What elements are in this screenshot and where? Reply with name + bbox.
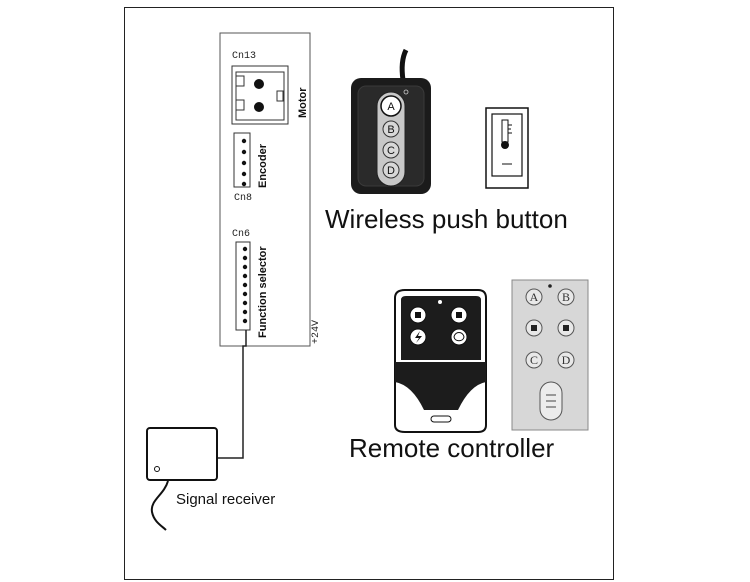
key-icon (501, 119, 509, 143)
fob-key-d-label: D (387, 165, 395, 177)
fob-key-b-label: B (387, 124, 394, 136)
function-selector-label: Function selector (257, 246, 269, 338)
panel-key-a[interactable] (525, 288, 543, 306)
wall-push-button (485, 107, 529, 189)
encoder-label: Encoder (257, 143, 269, 188)
lock-icon (453, 332, 465, 342)
wireless-push-button-label: Wireless push button (325, 204, 568, 234)
cn13-label: Cn13 (232, 51, 256, 62)
panel-key-d[interactable] (557, 351, 575, 369)
receiver-led-icon (154, 466, 160, 472)
signal-receiver (146, 427, 218, 481)
function-selector-connector (235, 241, 251, 331)
panel-key-b[interactable] (557, 288, 575, 306)
motor-connector (231, 65, 289, 125)
garage-remote (394, 289, 487, 433)
signal-receiver-label: Signal receiver (176, 491, 275, 508)
encoder-connector (233, 132, 251, 188)
remote-panel: A B C D (511, 279, 589, 431)
fob-key-a[interactable] (380, 95, 402, 117)
panel-key-c-label: C (530, 353, 538, 367)
cn6-label: Cn6 (232, 229, 250, 240)
panel-key-b-label: B (562, 290, 570, 304)
diagram-frame (124, 7, 614, 580)
plus-24v-label: +24V (311, 320, 322, 344)
remote-controller-label: Remote controller (349, 433, 555, 463)
lightning-icon (415, 331, 422, 343)
remote-key-4[interactable] (450, 328, 468, 346)
panel-key-c[interactable] (525, 351, 543, 369)
receiver-antenna-cable (150, 480, 169, 531)
cn8-label: Cn8 (234, 193, 252, 204)
fob-key-a-label: A (387, 101, 395, 113)
panel-key-a-label: A (530, 290, 539, 304)
motor-label: Motor (297, 87, 309, 118)
receiver-wire (218, 330, 247, 459)
panel-key-d-label: D (562, 353, 571, 367)
fob-key-c-label: C (387, 145, 395, 157)
fob-key-b[interactable] (382, 120, 400, 138)
fob-key-c[interactable] (382, 141, 400, 159)
wireless-key-fob: A B C D (351, 48, 431, 194)
fob-key-d[interactable] (382, 161, 400, 179)
